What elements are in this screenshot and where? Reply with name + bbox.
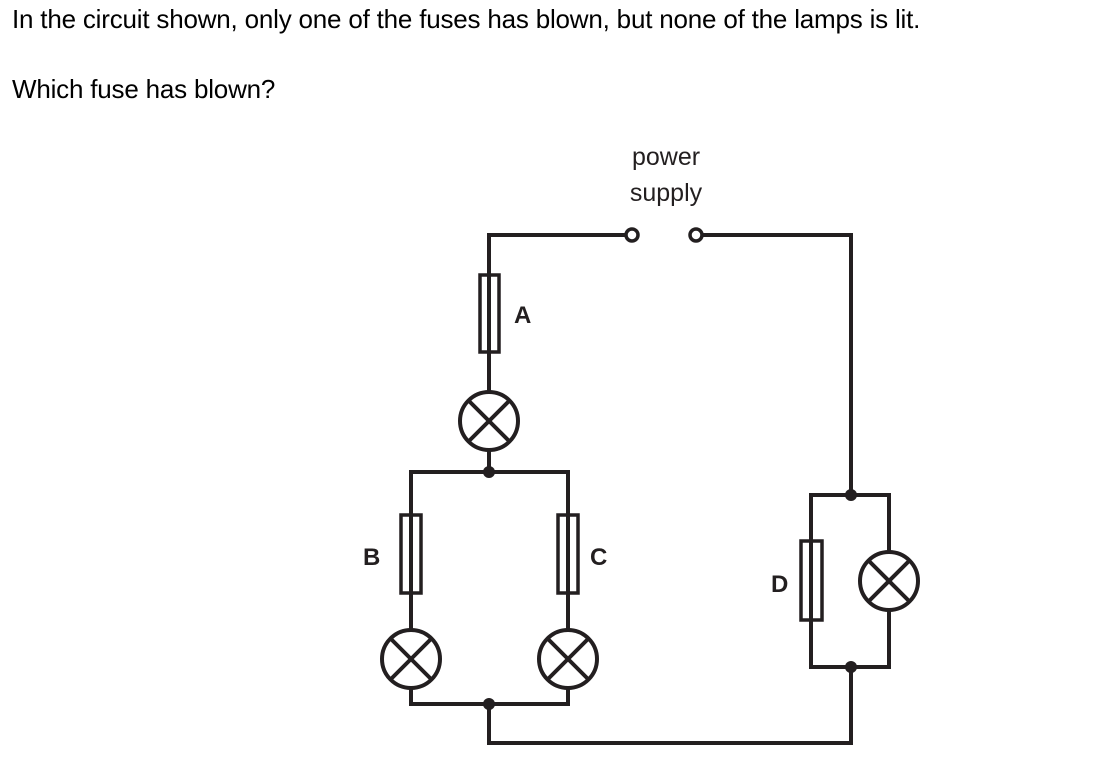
question-text: In the circuit shown, only one of the fu… xyxy=(12,4,921,34)
fuse-b xyxy=(399,513,423,595)
junction-node xyxy=(483,698,495,710)
lamp-icon xyxy=(380,628,442,690)
wire-bottom-return xyxy=(487,665,853,745)
power-supply-label-line2: supply xyxy=(630,179,703,207)
fuse-c-label: C xyxy=(590,544,607,571)
fuse-c xyxy=(556,513,580,595)
lamp-icon xyxy=(858,550,920,612)
question-prompt: Which fuse has blown? xyxy=(12,74,276,104)
power-supply-terminal-left xyxy=(624,227,640,243)
fuse-b-label: B xyxy=(363,544,380,571)
junction-node xyxy=(845,489,857,501)
wire-upper-rail-bc xyxy=(409,470,570,517)
lamp-icon xyxy=(458,390,520,452)
power-supply-terminal-right xyxy=(688,227,704,243)
wire-top-right xyxy=(699,233,853,497)
fuse-d xyxy=(799,539,824,622)
junction-node xyxy=(483,466,495,478)
fuse-a xyxy=(478,273,501,354)
lamp-icon xyxy=(537,628,599,690)
fuse-a-label: A xyxy=(514,302,531,329)
fuse-d-label: D xyxy=(771,571,788,598)
power-supply-label-line1: power xyxy=(632,143,700,171)
wire-top-left xyxy=(487,233,629,277)
junction-node xyxy=(845,661,857,673)
